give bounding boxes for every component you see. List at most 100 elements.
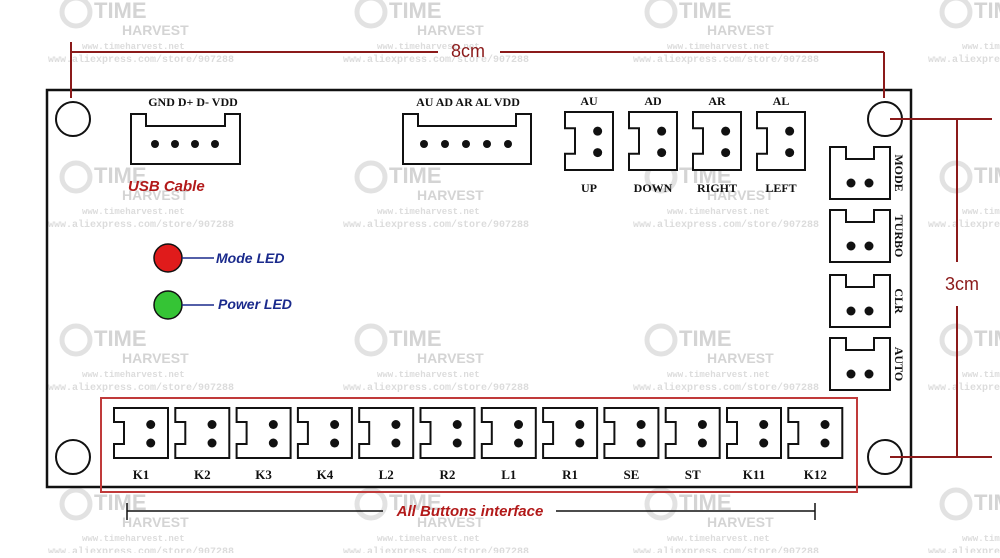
side-connector-mode: MODE bbox=[829, 146, 906, 200]
watermark-url-top: www.timeharvest.net bbox=[82, 370, 185, 380]
watermark-url-bottom: www.aliexpress.com/store/907288 bbox=[343, 54, 529, 66]
button-connector-r2: R2 bbox=[419, 407, 476, 482]
watermark: TIMEHARVESTwww.timeharvest.netwww.aliexp… bbox=[343, 0, 529, 66]
watermark-brand-bottom: HARVEST bbox=[707, 22, 774, 38]
button-label: ST bbox=[685, 467, 701, 482]
watermark-url-top: www.timeharvest.net bbox=[962, 207, 1000, 217]
button-label: K1 bbox=[133, 467, 150, 482]
watermark-url-top: www.timeharvest.net bbox=[377, 207, 480, 217]
direction-bottom-label: DOWN bbox=[634, 181, 673, 195]
direction-top-label: AU bbox=[580, 94, 598, 108]
button-label: L1 bbox=[501, 467, 516, 482]
watermark-url-top: www.timeharvest.net bbox=[82, 207, 185, 217]
button-connector-k11: K11 bbox=[726, 407, 782, 482]
height-dimension: 3cm bbox=[890, 118, 992, 458]
direction-header-pin bbox=[504, 140, 512, 148]
usb-pin bbox=[151, 140, 159, 148]
buttons-frame bbox=[100, 397, 858, 493]
usb-pin bbox=[211, 140, 219, 148]
watermark-brand-bottom: HARVEST bbox=[707, 514, 774, 530]
watermark-url-top: www.timeharvest.net bbox=[667, 42, 770, 52]
watermark-url-bottom: www.aliexpress.com/store/907288 bbox=[633, 382, 819, 394]
watermark-brand-top: TIME bbox=[679, 326, 732, 351]
button-connector-k2: K2 bbox=[174, 407, 231, 482]
direction-top-label: AD bbox=[644, 94, 662, 108]
watermark-brand-top: TIME bbox=[974, 163, 1000, 188]
width-dimension: 8cm bbox=[70, 41, 885, 98]
watermark-url-top: www.timeharvest.net bbox=[377, 370, 480, 380]
mode-led-group: Mode LED bbox=[153, 243, 284, 273]
usb-cable-label: USB Cable bbox=[128, 178, 205, 195]
button-connector-st: ST bbox=[664, 407, 721, 482]
watermark-url-top: www.timeharvest.net bbox=[962, 42, 1000, 52]
button-label: R1 bbox=[562, 467, 578, 482]
height-label: 3cm bbox=[945, 274, 979, 294]
usb-connector: GND D+ D- VDD USB Cable bbox=[128, 95, 241, 195]
watermark-brand-top: TIME bbox=[94, 326, 147, 351]
watermark-brand-bottom: HARVEST bbox=[417, 187, 484, 203]
watermark-url-bottom: www.aliexpress.com/store/907288 bbox=[633, 54, 819, 66]
usb-pin bbox=[191, 140, 199, 148]
direction-header-pin bbox=[462, 140, 470, 148]
watermark-url-bottom: www.aliexpress.com/store/907288 bbox=[343, 546, 529, 553]
watermark-url-top: www.timeharvest.net bbox=[667, 207, 770, 217]
width-label: 8cm bbox=[451, 41, 485, 61]
buttons-interface-label: All Buttons interface bbox=[396, 503, 544, 520]
button-connector-k12: K12 bbox=[787, 407, 844, 482]
watermark: TIMEHARVESTwww.timeharvest.netwww.aliexp… bbox=[633, 160, 819, 231]
button-connector-se: SE bbox=[603, 407, 660, 482]
watermark: TIMEHARVESTwww.timeharvest.netwww.aliexp… bbox=[928, 323, 1000, 394]
button-connector-r1: R1 bbox=[542, 407, 599, 482]
mode-led-label: Mode LED bbox=[216, 250, 284, 266]
watermark: TIMEHARVESTwww.timeharvest.netwww.aliexp… bbox=[48, 160, 234, 231]
watermark: TIMEHARVESTwww.timeharvest.netwww.aliexp… bbox=[343, 323, 529, 394]
watermark-url-bottom: www.aliexpress.com/store/907288 bbox=[343, 219, 529, 231]
button-label: L2 bbox=[379, 467, 394, 482]
watermark-url-top: www.timeharvest.net bbox=[377, 42, 480, 52]
watermark-brand-top: TIME bbox=[389, 163, 442, 188]
side-connector-label: TURBO bbox=[892, 215, 906, 258]
watermark-brand-bottom: HARVEST bbox=[122, 514, 189, 530]
watermark-url-bottom: www.aliexpress.com/store/907288 bbox=[633, 219, 819, 231]
side-connector-clr: CLR bbox=[829, 274, 906, 328]
direction-header-pin bbox=[483, 140, 491, 148]
button-label: R2 bbox=[440, 467, 456, 482]
watermark-url-bottom: www.aliexpress.com/store/907288 bbox=[48, 219, 234, 231]
watermark-brand-top: TIME bbox=[974, 490, 1000, 515]
direction-header-pin bbox=[441, 140, 449, 148]
button-label: K11 bbox=[743, 467, 765, 482]
watermark-brand-top: TIME bbox=[679, 0, 732, 23]
watermark-url-top: www.timeharvest.net bbox=[82, 42, 185, 52]
watermark-brand-bottom: HARVEST bbox=[122, 350, 189, 366]
button-connector-k4: K4 bbox=[296, 407, 353, 482]
watermark-brand-top: TIME bbox=[94, 0, 147, 23]
watermark-url-bottom: www.aliexpress.com/store/907288 bbox=[928, 219, 1000, 231]
power-led bbox=[153, 290, 183, 320]
watermark-brand-top: TIME bbox=[94, 163, 147, 188]
usb-pin bbox=[171, 140, 179, 148]
watermark-brand-bottom: HARVEST bbox=[417, 22, 484, 38]
watermark-brand-top: TIME bbox=[389, 490, 442, 515]
side-connector-label: MODE bbox=[892, 154, 906, 191]
watermark-url-bottom: www.aliexpress.com/store/907288 bbox=[48, 54, 234, 66]
power-led-group: Power LED bbox=[153, 290, 292, 320]
watermark-url-top: www.timeharvest.net bbox=[377, 534, 480, 544]
watermark-brand-top: TIME bbox=[389, 326, 442, 351]
button-label: K3 bbox=[255, 467, 272, 482]
watermark-url-bottom: www.aliexpress.com/store/907288 bbox=[48, 546, 234, 553]
watermark-url-bottom: www.aliexpress.com/store/907288 bbox=[48, 382, 234, 394]
buttons-caption-group: All Buttons interface bbox=[126, 503, 816, 520]
button-connector-k3: K3 bbox=[235, 407, 292, 482]
side-connectors: MODE TURBO CLR AUTO bbox=[829, 146, 906, 391]
side-connector-label: AUTO bbox=[892, 347, 906, 381]
direction-header-pin-labels: AU AD AR AL VDD bbox=[416, 95, 520, 109]
watermark-url-bottom: www.aliexpress.com/store/907288 bbox=[928, 54, 1000, 66]
